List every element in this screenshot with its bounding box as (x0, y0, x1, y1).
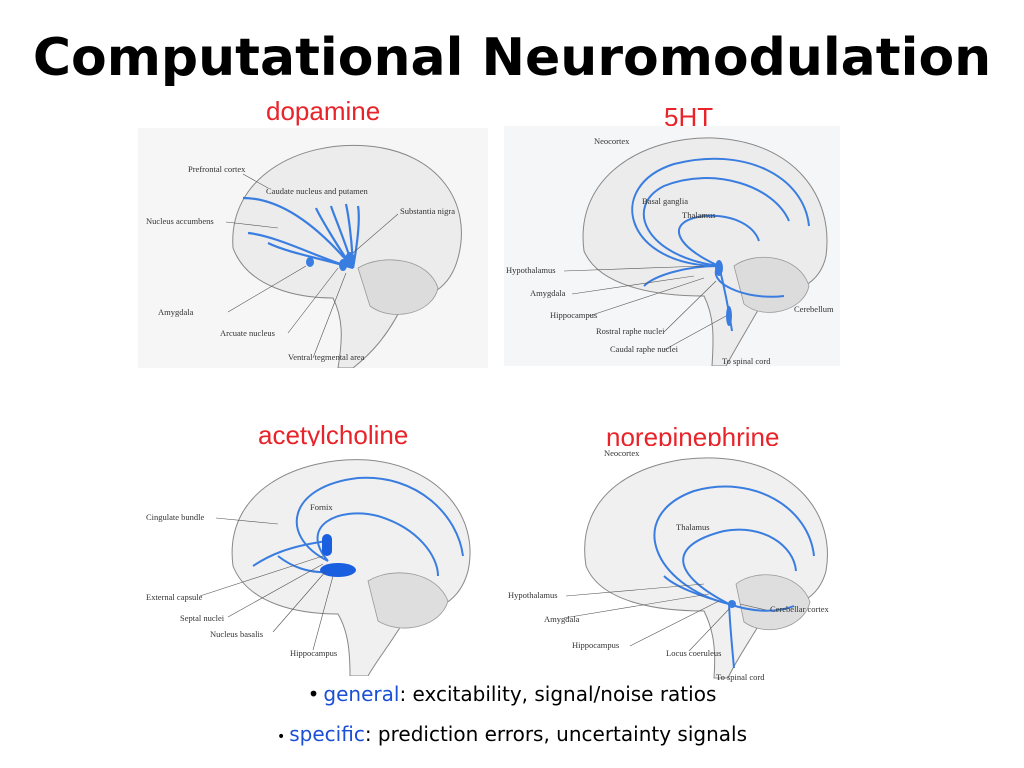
label-caudate-putamen: Caudate nucleus and putamen (266, 186, 368, 196)
label-cerebellar-cortex: Cerebellar cortex (770, 604, 830, 614)
label-hippocampus: Hippocampus (290, 648, 337, 658)
label-cerebellum: Cerebellum (794, 304, 834, 314)
label-amygdala: Amygdala (158, 307, 194, 317)
label-ventral-tegmental-area: Ventral tegmental area (288, 352, 365, 362)
label-prefrontal-cortex: Prefrontal cortex (188, 164, 246, 174)
label-basal-ganglia: Basal ganglia (642, 196, 688, 206)
label-amygdala: Amygdala (530, 288, 566, 298)
label-hippocampus: Hippocampus (550, 310, 597, 320)
label-neocortex: Neocortex (594, 136, 630, 146)
bullet-term: general (323, 682, 400, 706)
label-arcuate-nucleus: Arcuate nucleus (220, 328, 275, 338)
label-neocortex: Neocortex (604, 448, 640, 458)
label-to-spinal-cord: To spinal cord (716, 672, 765, 682)
serotonin-diagram: Neocortex Basal ganglia Thalamus Hypotha… (504, 126, 840, 366)
label-thalamus: Thalamus (682, 210, 716, 220)
label-hypothalamus: Hypothalamus (508, 590, 558, 600)
dopamine-diagram: Prefrontal cortex Caudate nucleus and pu… (138, 128, 488, 368)
slide-title: Computational Neuromodulation (32, 28, 992, 88)
label-external-capsule: External capsule (146, 592, 203, 602)
bullet-specific: •specific: prediction errors, uncertaint… (0, 722, 1024, 746)
label-amygdala: Amygdala (544, 614, 580, 624)
norepinephrine-diagram: Neocortex Thalamus Hypothalamus Amygdala… (504, 446, 840, 684)
label-thalamus: Thalamus (676, 522, 710, 532)
label-caudal-raphe: Caudal raphe nuclei (610, 344, 679, 354)
label-septal-nuclei: Septal nuclei (180, 613, 225, 623)
bullet-text: : excitability, signal/noise ratios (399, 682, 717, 706)
bullet-dot: • (307, 682, 320, 706)
label-substantia-nigra: Substantia nigra (400, 206, 455, 216)
label-to-spinal-cord: To spinal cord (722, 356, 771, 366)
label-nucleus-basalis: Nucleus basalis (210, 629, 263, 639)
acetylcholine-heading: acetylcholine (258, 420, 409, 450)
label-cingulate-bundle: Cingulate bundle (146, 512, 205, 522)
label-nucleus-accumbens: Nucleus accumbens (146, 216, 214, 226)
bullet-dot: • (276, 729, 286, 745)
bullet-text: : prediction errors, uncertainty signals (364, 722, 747, 746)
dopamine-heading: dopamine (266, 96, 381, 126)
label-fornix: Fornix (310, 502, 333, 512)
label-hippocampus: Hippocampus (572, 640, 619, 650)
acetylcholine-diagram: Cingulate bundle Fornix External capsule… (138, 446, 488, 676)
label-hypothalamus: Hypothalamus (506, 265, 556, 275)
label-locus-coeruleus: Locus coeruleus (666, 648, 721, 658)
label-rostral-raphe: Rostral raphe nuclei (596, 326, 665, 336)
bullet-general: •general: excitability, signal/noise rat… (0, 682, 1024, 706)
bullet-term: specific (289, 722, 365, 746)
